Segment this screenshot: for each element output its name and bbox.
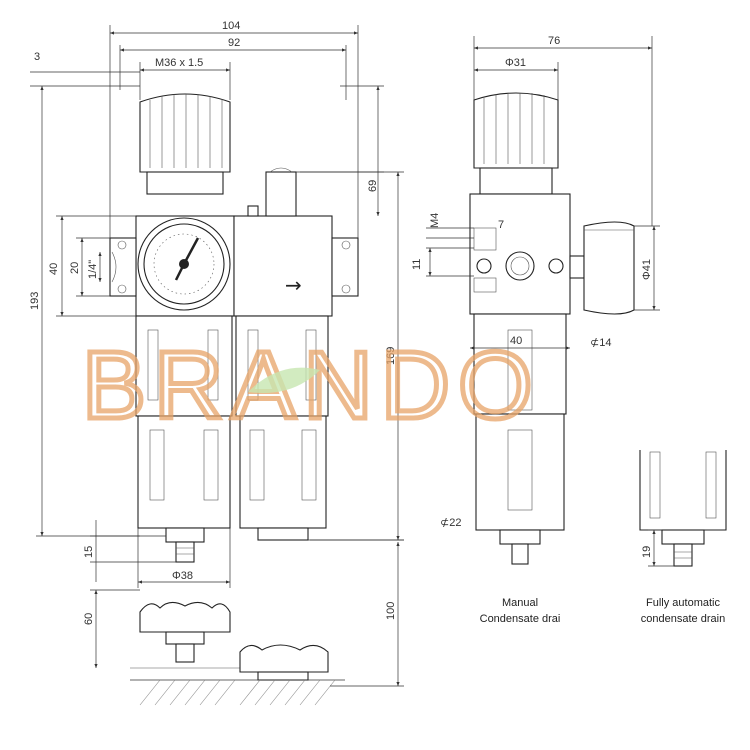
- floor-hatch: [130, 679, 345, 706]
- side-knob: [473, 92, 559, 195]
- regulator-knob: [139, 93, 231, 195]
- dim-bowl-diameter: Φ38: [172, 570, 193, 582]
- front-view: →: [29, 20, 404, 706]
- auto-drain-view: 19 Fully automatic condensate drain: [639, 450, 727, 625]
- dim-knob-diameter: Φ31: [505, 57, 526, 69]
- leaf-icon: [248, 367, 320, 394]
- dim-auto-drain-length: 19: [641, 546, 653, 558]
- side-view: 76 Φ31 M4 7 11 Φ41 40 ⊄14 ⊄22 Manual Con…: [411, 35, 660, 625]
- lubricator-body: [233, 215, 333, 317]
- caption-auto-line2: condensate drain: [641, 613, 725, 625]
- dim-drain-length: 15: [83, 546, 95, 558]
- caption-manual-line1: Manual: [502, 597, 538, 609]
- dim-gauge-diameter: Φ41: [641, 259, 653, 280]
- dim-lubricator-top: 69: [367, 180, 379, 192]
- caption-manual-line2: Condensate drai: [480, 613, 561, 625]
- pressure-gauge: [137, 217, 231, 311]
- clearance-sketch-left: [130, 601, 240, 669]
- dim-lubricator-height: 169: [385, 347, 397, 365]
- side-body: [469, 193, 571, 315]
- dim-port-height: 20: [69, 262, 81, 274]
- dim-mount-spacing: 7: [498, 219, 504, 231]
- side-bowl: [473, 313, 567, 565]
- clearance-sketch-right: [239, 644, 329, 681]
- dim-port-block-height: 40: [48, 263, 60, 275]
- caption-auto-line1: Fully automatic: [646, 597, 720, 609]
- dim-top-offset: 3: [34, 51, 40, 63]
- right-port: [331, 237, 359, 297]
- dim-overall-height: 193: [29, 292, 41, 310]
- lubricator-sight-dome: [247, 167, 297, 217]
- side-body-details: [473, 227, 564, 293]
- dim-body-width: 92: [228, 37, 240, 49]
- lubricator-bowl: [235, 315, 329, 541]
- dim-clearance-right: 100: [385, 602, 397, 620]
- dim-mount-height: 11: [411, 259, 423, 270]
- dim-mount-thread: M4: [429, 213, 441, 228]
- dim-nut-size: ⊄14: [590, 337, 611, 349]
- flow-arrow-icon: →: [285, 273, 302, 297]
- dim-overall-depth: 76: [548, 35, 560, 47]
- dim-overall-width: 104: [222, 20, 240, 32]
- dim-thread: M36 x 1.5: [155, 57, 203, 69]
- brand-watermark: BRANDO: [82, 332, 541, 439]
- dim-bowl-hex: ⊄22: [440, 517, 461, 529]
- dim-side-body-width: 40: [510, 335, 522, 347]
- dim-port-size: 1/4": [87, 260, 99, 279]
- left-port: [109, 237, 137, 297]
- dim-clearance-left: 60: [83, 613, 95, 625]
- side-gauge: [569, 221, 635, 315]
- filter-bowl: [135, 315, 233, 563]
